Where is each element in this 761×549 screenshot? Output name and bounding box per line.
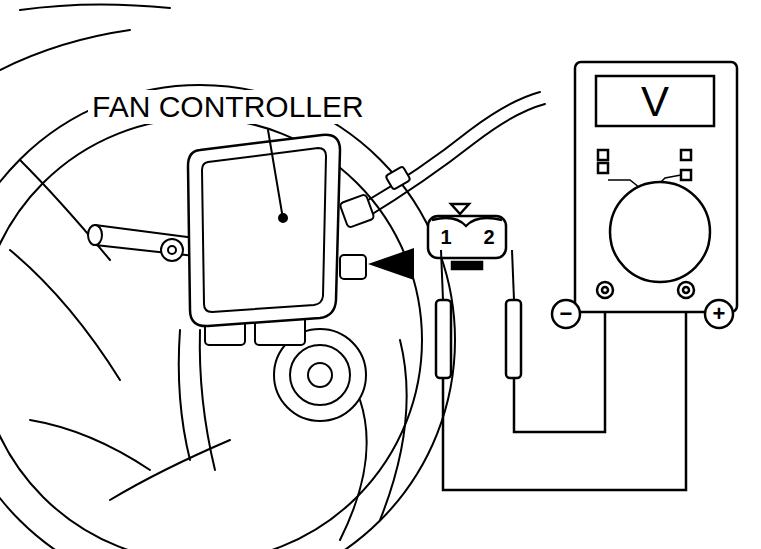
pin-number: 1 xyxy=(440,227,451,247)
harness-wire xyxy=(179,330,215,470)
polarity-circle xyxy=(705,300,733,328)
fan-controller-housing xyxy=(188,135,340,326)
probe-body xyxy=(506,300,521,378)
connector-tab xyxy=(452,262,482,269)
part-name: FAN CONTROLLER xyxy=(88,90,368,124)
shroud-edge xyxy=(0,4,170,70)
connector-face xyxy=(428,216,506,258)
harness-connector xyxy=(339,194,374,228)
leader-dot xyxy=(279,214,287,222)
test-lead xyxy=(443,298,686,490)
connector-cell-edge xyxy=(432,218,502,226)
polarity-circle xyxy=(552,300,580,328)
pin-number: 2 xyxy=(483,227,494,247)
multimeter-body xyxy=(575,62,737,312)
harness-wire xyxy=(360,92,545,218)
jack-com xyxy=(597,282,613,298)
mount-rod-end xyxy=(88,225,102,245)
range-mark xyxy=(598,150,608,160)
jack-hole xyxy=(602,287,608,293)
probe-tip xyxy=(441,250,443,300)
fan-hub xyxy=(308,363,332,387)
harness-connector xyxy=(385,166,410,190)
lower-connector xyxy=(340,255,366,279)
meter-unit: V xyxy=(641,81,669,123)
selector-dial xyxy=(610,182,710,282)
jack-hole xyxy=(683,287,689,293)
polarity-sign: + xyxy=(713,303,726,325)
multimeter-display xyxy=(596,76,714,126)
mount-bolt xyxy=(161,239,183,261)
range-mark xyxy=(598,163,608,173)
leader-line xyxy=(268,130,282,213)
polarity-sign: − xyxy=(560,303,573,325)
fan-shroud-inner xyxy=(0,118,422,549)
fan-shroud xyxy=(0,85,455,549)
fan-motor-ring xyxy=(290,345,350,405)
lock-mark xyxy=(451,204,469,214)
jack-v xyxy=(678,282,694,298)
probe-body xyxy=(436,300,451,378)
test-lead xyxy=(514,298,605,432)
range-mark xyxy=(681,170,691,180)
mount-bolt-center xyxy=(168,246,176,254)
view-pointer xyxy=(368,248,414,280)
range-mark xyxy=(681,150,691,160)
fan-controller-face xyxy=(202,148,326,312)
probe-tip xyxy=(512,250,514,300)
